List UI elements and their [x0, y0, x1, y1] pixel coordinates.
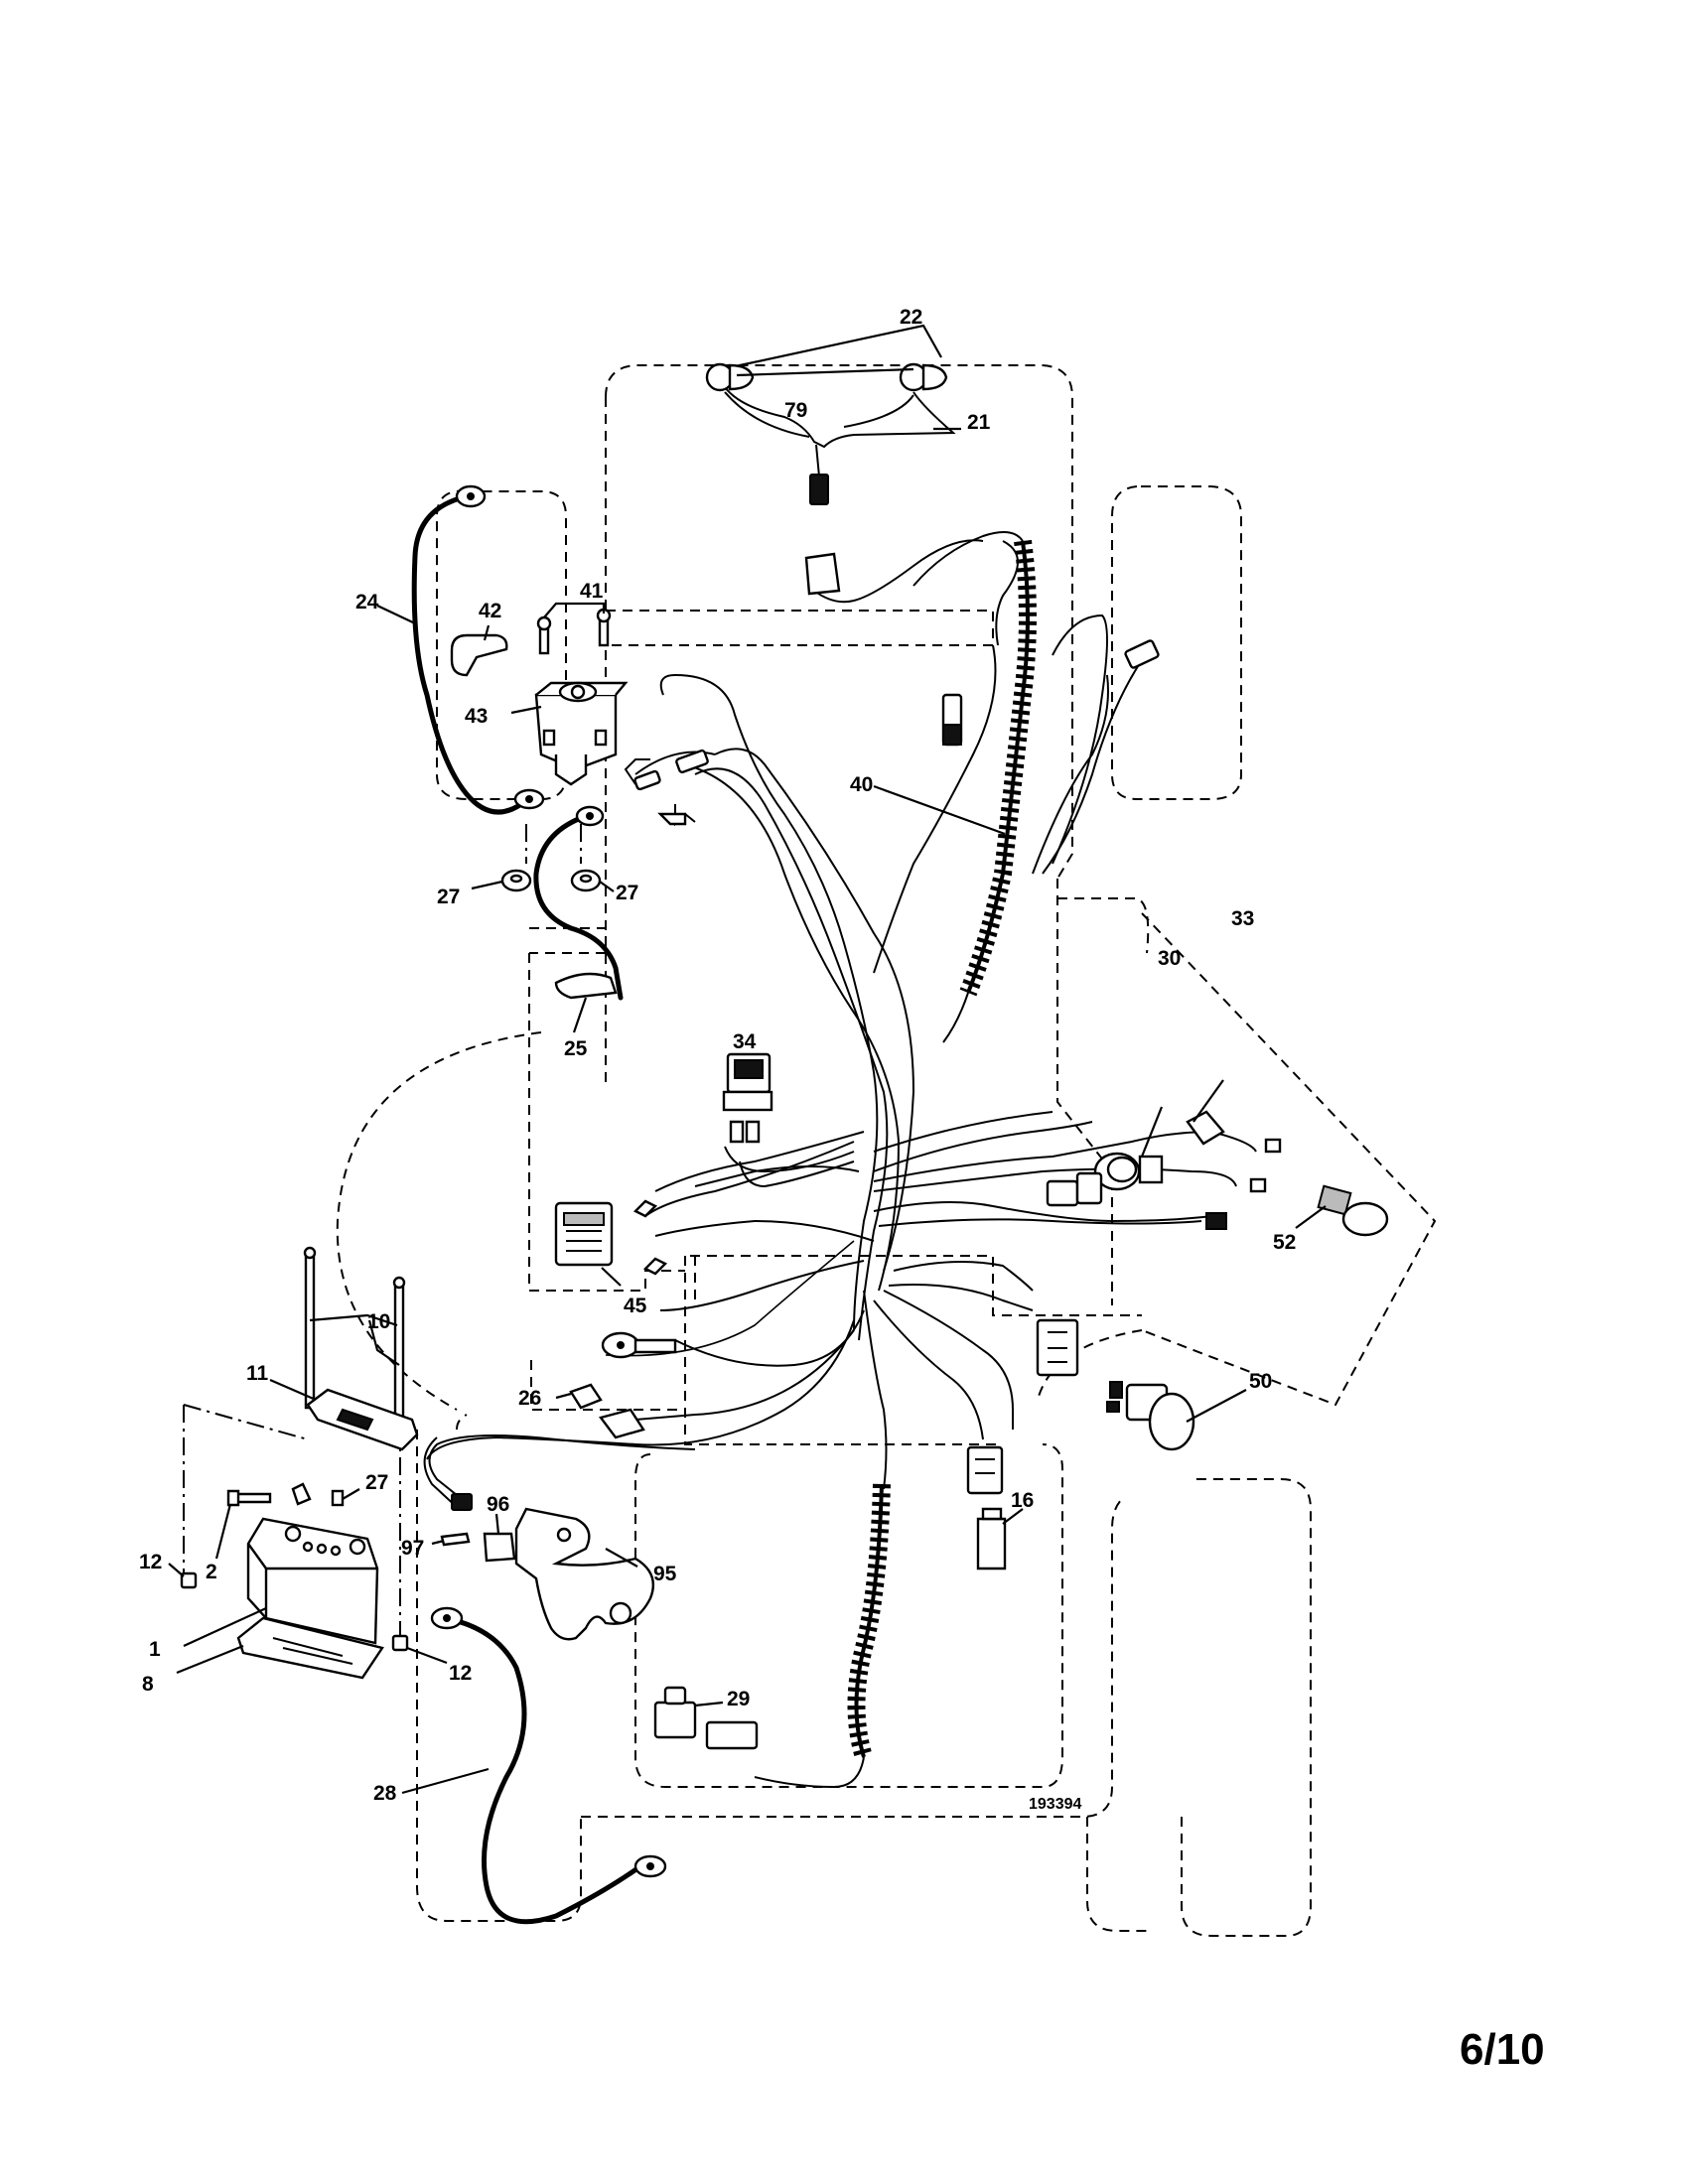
starter-cable-25: [533, 805, 624, 1033]
callout-16: 16: [1011, 1489, 1034, 1512]
coiled-loom-upper: [873, 531, 1037, 1043]
starter-solenoid: [450, 602, 629, 786]
callout-2: 2: [206, 1561, 217, 1583]
page-number: 6/10: [1460, 2025, 1545, 2074]
callout-97: 97: [401, 1537, 424, 1560]
main-wire-harness-40: [426, 539, 1257, 1490]
nuts-27: [471, 869, 615, 892]
callout-24: 24: [355, 591, 379, 614]
connectors: [554, 552, 1389, 1750]
callout-27b: 27: [616, 882, 638, 904]
callout-41: 41: [580, 580, 604, 603]
callout-42: 42: [479, 600, 501, 622]
callout-52: 52: [1273, 1231, 1296, 1254]
callout-11: 11: [246, 1362, 269, 1385]
drawing-number: 193394: [1029, 1796, 1081, 1813]
callout-50: 50: [1249, 1370, 1272, 1393]
callout-95: 95: [653, 1563, 677, 1585]
callout-45: 45: [624, 1295, 647, 1317]
callout-79: 79: [784, 399, 807, 422]
callout-30: 30: [1158, 947, 1181, 970]
hardware-alignment-lines: [183, 824, 582, 1638]
callout-26: 26: [518, 1387, 541, 1410]
callout-96: 96: [487, 1493, 509, 1516]
battery-assembly: [168, 1246, 448, 1680]
callout-29: 29: [727, 1688, 750, 1710]
callout-40: 40: [850, 773, 873, 796]
callout-1: 1: [149, 1638, 161, 1661]
interlock-bracket: [423, 1434, 696, 1641]
callout-27a: 27: [437, 886, 460, 908]
callout-34: 34: [733, 1030, 757, 1053]
callout-12b: 12: [449, 1662, 472, 1685]
battery-cable-24: [376, 484, 545, 815]
callout-8: 8: [142, 1673, 154, 1696]
callout-25: 25: [564, 1037, 588, 1060]
ground-cable-28: [401, 1606, 667, 1925]
headlight-assembly: [705, 324, 961, 505]
coiled-loom-lower: [754, 1483, 891, 1789]
callout-43: 43: [465, 705, 488, 728]
callout-10: 10: [367, 1310, 390, 1333]
callout-27c: 27: [365, 1471, 388, 1494]
callout-12a: 12: [139, 1551, 162, 1573]
callout-labels: 22 79 21 24 42 41 43 27 27 25 40 33 30 3…: [139, 306, 1296, 1813]
callout-33: 33: [1231, 907, 1254, 930]
callout-21: 21: [967, 411, 991, 434]
callout-28: 28: [373, 1782, 397, 1805]
callout-22: 22: [900, 306, 922, 329]
